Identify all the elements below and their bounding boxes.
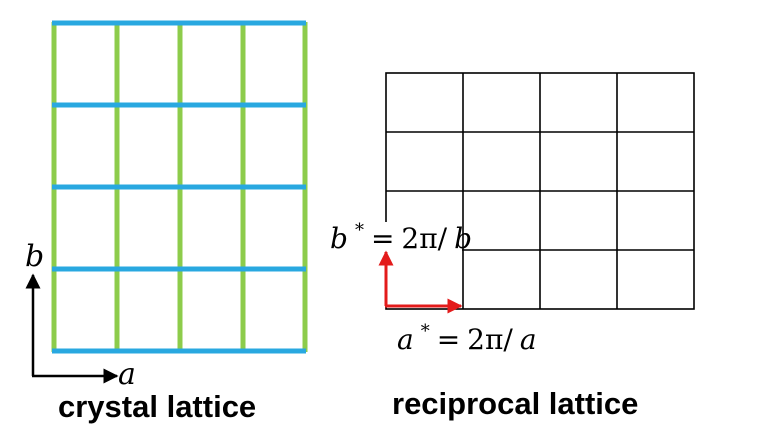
a-star-var: a: [520, 323, 537, 356]
reciprocal-lattice-caption: reciprocal lattice: [392, 386, 639, 421]
b-star-label-backdrop: [326, 222, 462, 258]
b-star-var: b: [454, 222, 472, 255]
a-star-base: a: [397, 323, 414, 356]
reciprocal-vectors: [378, 250, 463, 314]
crystal-horizontal-lines: [52, 20, 306, 354]
a-star-label: a * = 2π/ a: [397, 313, 537, 356]
crystal-lattice-caption: crystal lattice: [58, 389, 257, 424]
reciprocal-grid: [385, 72, 695, 310]
a-star-equals: =: [437, 323, 460, 356]
a-star-sup: *: [421, 321, 430, 342]
crystal-axes: [25, 273, 119, 384]
b-star-sup: *: [355, 220, 364, 241]
b-star-equals: =: [371, 222, 394, 255]
axis-b-label: b: [25, 239, 44, 274]
a-star-value: 2π/: [467, 323, 513, 356]
b-star-base: b: [330, 222, 348, 255]
b-star-value: 2π/: [401, 222, 447, 255]
b-star-label: b * = 2π/ b: [330, 212, 472, 255]
axis-a-label: a: [118, 357, 136, 392]
